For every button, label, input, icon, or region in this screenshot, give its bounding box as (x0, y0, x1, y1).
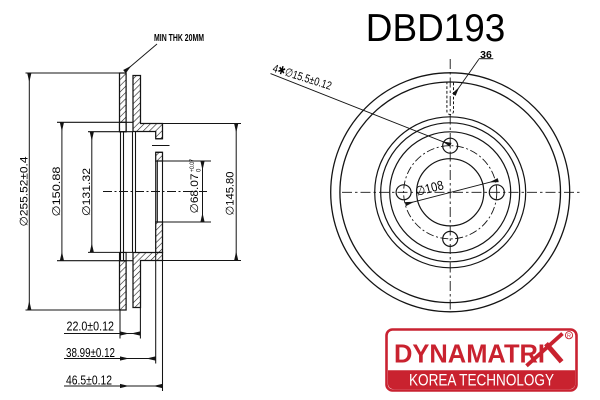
svg-text:DBD193: DBD193 (366, 7, 506, 50)
svg-text:∅145.80: ∅145.80 (225, 172, 237, 216)
svg-text:+0.07: +0.07 (190, 158, 196, 172)
svg-text:∅150.88: ∅150.88 (51, 167, 63, 217)
svg-text:46.5±0.12: 46.5±0.12 (66, 372, 112, 387)
svg-text:∅131.32: ∅131.32 (81, 168, 93, 216)
svg-text:∅255.52±0.4: ∅255.52±0.4 (19, 157, 31, 227)
svg-text:∅68.07: ∅68.07 (189, 174, 201, 214)
svg-text:0: 0 (196, 168, 202, 172)
svg-text:R: R (567, 333, 571, 339)
svg-text:KOREA TECHNOLOGY: KOREA TECHNOLOGY (409, 371, 554, 389)
svg-text:22.0±0.12: 22.0±0.12 (67, 318, 115, 333)
svg-text:36: 36 (480, 49, 492, 61)
svg-text:DYNAMATRI: DYNAMATRI (394, 340, 545, 368)
svg-text:MIN THK 20MM: MIN THK 20MM (154, 33, 204, 44)
svg-text:38.99±0.12: 38.99±0.12 (66, 345, 115, 360)
svg-text:∅108: ∅108 (414, 177, 445, 199)
